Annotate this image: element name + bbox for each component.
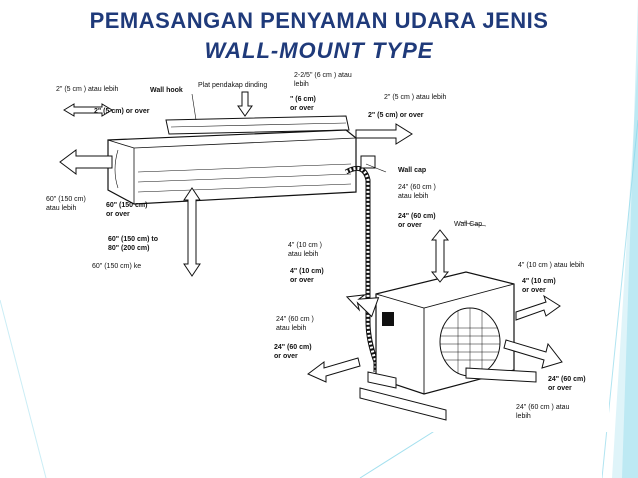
label-floor-mid-4: 80" (200 cm): [108, 245, 150, 252]
wall-mounting-plate: [165, 115, 350, 135]
label-top-center-3: " (6 cm): [290, 96, 316, 103]
label-top-center-2: lebih: [294, 81, 309, 88]
label-floor-mid-1: 60" (150 cm): [106, 202, 148, 209]
label-outdoor-right-3: or over: [522, 287, 546, 294]
indoor-unit: [107, 129, 357, 205]
label-top-center-4: or over: [290, 105, 314, 112]
label-outdoor-left-1: 4" (10 cm ): [288, 242, 322, 249]
label-outdoor-br-3: 24" (60 cm ) atau: [516, 404, 570, 411]
label-floor-mid-5: 60" (150 cm) ke: [92, 263, 142, 270]
label-outdoor-front-3: 24" (60 cm): [274, 344, 312, 351]
label-floor-mid-3: 60" (150 cm) to: [108, 236, 159, 243]
slide-decoration: [602, 0, 638, 478]
installation-diagram: 2" (5 cm ) atau lebih Wall hook Plat pen…: [46, 72, 609, 432]
clearance-arrows: [59, 91, 563, 383]
label-floor-left-2: atau lebih: [46, 205, 77, 212]
label-outdoor-top-4: or over: [398, 222, 422, 229]
label-outdoor-top-2: atau lebih: [398, 193, 429, 200]
outdoor-unit: [375, 271, 515, 395]
label-outdoor-br-1: 24" (60 cm): [548, 376, 586, 383]
slide-title: PEMASANGAN PENYAMAN UDARA JENIS: [89, 8, 549, 33]
label-outdoor-right-2: 4" (10 cm): [522, 278, 556, 285]
label-outdoor-left-3: 4" (10 cm): [290, 268, 324, 275]
label-outdoor-top-1: 24" (60 cm ): [398, 184, 436, 191]
label-indoor-right-1: 2" (5 cm ) atau lebih: [384, 94, 447, 101]
label-outdoor-front-1: 24" (60 cm ): [276, 316, 314, 323]
refrigerant-pipe: [344, 165, 379, 372]
label-floor-mid-2: or over: [106, 211, 130, 218]
label-outdoor-top-3: 24" (60 cm): [398, 213, 436, 220]
label-outdoor-front-4: or over: [274, 353, 298, 360]
diagram-drawing: [59, 91, 563, 421]
label-outdoor-right-1: 4" (10 cm ) atau lebih: [518, 262, 585, 269]
label-indoor-right-2: 2" (5 cm) or over: [368, 112, 424, 119]
label-floor-left-1: 60" (150 cm): [46, 196, 86, 203]
label-top-center-1: 2-2/5" (6 cm ) atau: [294, 72, 352, 79]
label-outdoor-left-2: atau lebih: [288, 251, 319, 258]
label-indoor-left-top: 2" (5 cm ) atau lebih: [56, 86, 119, 93]
label-outdoor-left-4: or over: [290, 277, 314, 284]
label-outdoor-br-4: lebih: [516, 413, 531, 420]
label-wall-cap-2: Wall Cap: [454, 221, 483, 228]
label-indoor-left-2: 2" (5 cm) or over: [94, 108, 150, 115]
label-wall-cap-1: Wall cap: [398, 167, 427, 174]
label-plat-pendakap: Plat pendakap dinding: [198, 82, 268, 89]
outdoor-base: [359, 367, 537, 421]
label-outdoor-br-2: or over: [548, 385, 572, 392]
label-outdoor-front-2: atau lebih: [276, 325, 307, 332]
slide-subtitle: WALL-MOUNT TYPE: [204, 38, 434, 63]
wall-cap: [360, 155, 376, 169]
label-wall-hook: Wall hook: [150, 87, 183, 94]
